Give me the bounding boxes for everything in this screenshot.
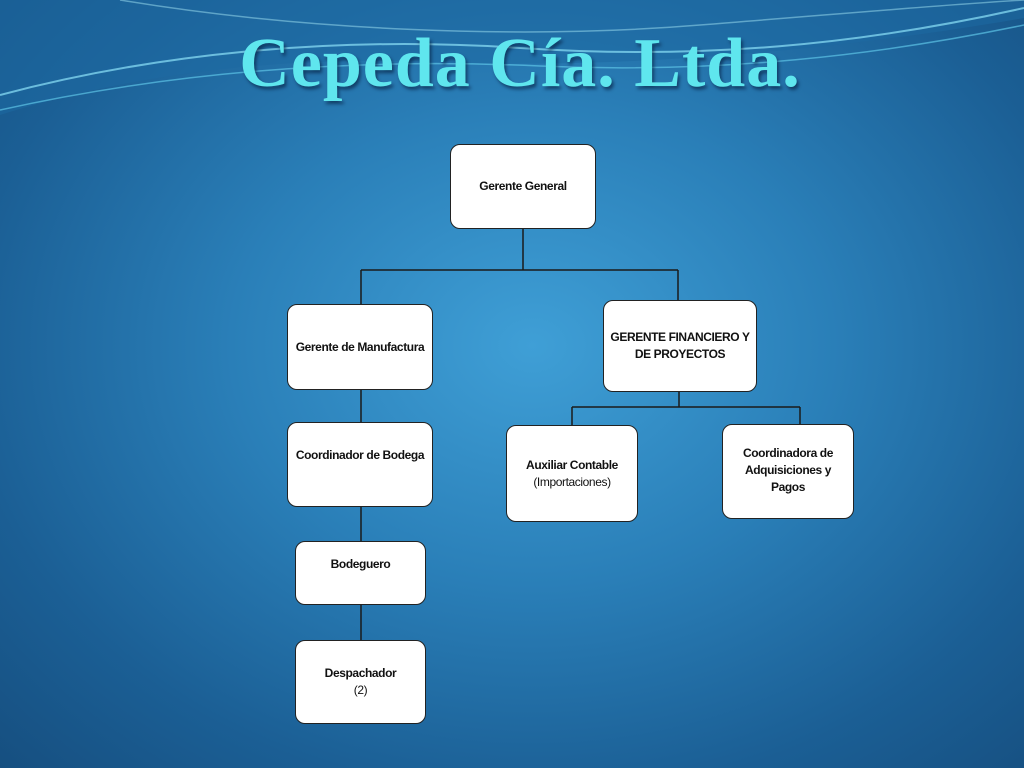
box-coordinadora-adquisiciones: Coordinadora de Adquisiciones y Pagos [722, 424, 854, 519]
slide-title: Cepeda Cía. Ltda. [239, 25, 801, 102]
label-coordinadora-line2: Adquisiciones y [744, 463, 832, 477]
label-gerente-manufactura: Gerente de Manufactura [295, 339, 425, 354]
box-auxiliar-contable: Auxiliar Contable (Importaciones) [506, 425, 638, 522]
label-gerente-financiero-line1: GERENTE FINANCIERO Y [610, 330, 750, 344]
label-despachador-note: (2) [353, 683, 368, 697]
label-bodeguero: Bodeguero [330, 557, 391, 571]
box-gerente-financiero: GERENTE FINANCIERO Y DE PROYECTOS [603, 300, 757, 392]
box-despachador: Despachador (2) [295, 640, 426, 724]
label-auxiliar-contable-note: (Importaciones) [533, 474, 611, 489]
label-gerente-financiero-line2: DE PROYECTOS [634, 347, 726, 361]
box-coordinador-bodega: Coordinador de Bodega [287, 422, 433, 507]
label-despachador: Despachador [324, 666, 397, 680]
label-gerente-general: Gerente General [479, 179, 567, 193]
decorative-waves [0, 0, 1024, 115]
label-coordinador-bodega: Coordinador de Bodega [295, 448, 425, 462]
box-gerente-general: Gerente General [450, 144, 596, 229]
box-bodeguero: Bodeguero [295, 541, 426, 605]
label-auxiliar-contable: Auxiliar Contable [526, 457, 618, 472]
box-gerente-manufactura: Gerente de Manufactura [287, 304, 433, 390]
label-coordinadora-line1: Coordinadora de [742, 446, 833, 460]
label-coordinadora-line3: Pagos [770, 480, 805, 494]
